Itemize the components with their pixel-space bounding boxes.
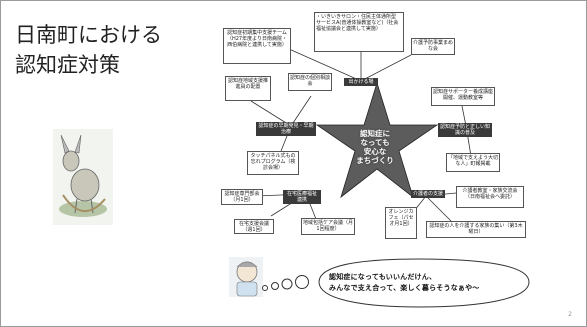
center-line-1: 認知症に bbox=[360, 129, 390, 138]
speech-bubble-text: 認知症になってもいいんだけん、 みんなで支え合って、楽しく暮らそうなぁや〜 bbox=[329, 272, 529, 294]
thought-bubble bbox=[262, 258, 530, 308]
hub-outings: 出かける場 bbox=[344, 78, 378, 86]
person-illustration bbox=[229, 257, 263, 297]
box-orange-cafe: オレンジカフェ（パセオ月1回） bbox=[385, 207, 417, 239]
center-message: 認知症に なっても 安心な まちづくり bbox=[353, 129, 397, 165]
bubble-line-2: みんなで支え合って、楽しく暮らそうなぁや〜 bbox=[329, 284, 480, 292]
box-salon: ・いきいきサロン・住民主体通所型 サービスA(普通体操教室など)（社会福祉協議会… bbox=[314, 12, 404, 52]
box-ninchi-aru: 「地域で支えよう大切な人」町報掲載 bbox=[446, 153, 500, 172]
box-bukai: 認知症専門部会（月1回） bbox=[221, 189, 263, 205]
box-supporter: 認知症サポーター養成講座開催、運動教室等 bbox=[431, 87, 495, 106]
slide-title-line1: 日南町における bbox=[15, 23, 162, 47]
center-line-3: 安心な bbox=[363, 147, 387, 156]
center-line-2: なっても bbox=[360, 138, 390, 147]
box-shien-team: 認知症初期集中支援チーム（H27年度より日南病院・西伯病院と連携して実施） bbox=[223, 28, 291, 64]
center-line-4: まちづくり bbox=[356, 156, 394, 165]
hub-caregiver-support: 介護者の支援 bbox=[411, 190, 445, 198]
donkey-illustration bbox=[53, 129, 113, 225]
hub-prevention-knowledge: 認知症予防と正しい知識の普及 bbox=[438, 123, 492, 137]
page-number: 2 bbox=[568, 311, 572, 318]
slide-title-line2: 認知症対策 bbox=[15, 53, 120, 77]
box-touch-panel: タッチパネル式もの忘れプログラム（検診会場） bbox=[247, 151, 299, 175]
box-kazoku-tsudoi: 認知症の人を介護する家族の集い（第3木曜日） bbox=[426, 221, 526, 238]
box-kobetsu: 認知症の個別相談会 bbox=[288, 73, 332, 91]
box-zaitaku-shien: 在宅支援会議（週1回） bbox=[234, 219, 274, 234]
hub-home-medical-welfare: 在宅医療福祉連携 bbox=[283, 190, 321, 204]
hub-early-detection: 認知症の早期発見・早期治療 bbox=[256, 122, 316, 136]
box-chiiki-shien: 認知症地域支援推進員の配置 bbox=[225, 76, 271, 101]
box-chiiki-care: 地域包括ケア会議（月1回程度） bbox=[301, 218, 355, 235]
bubble-line-1: 認知症になってもいいんだけん、 bbox=[329, 273, 437, 281]
center-star bbox=[315, 81, 439, 199]
box-kaigosha-kouryu: 介護者教室・家族交流会（日南福祉会へ委託） bbox=[456, 186, 524, 208]
box-kaigo-yobo: 介護予防事業まめな会 bbox=[411, 38, 455, 55]
